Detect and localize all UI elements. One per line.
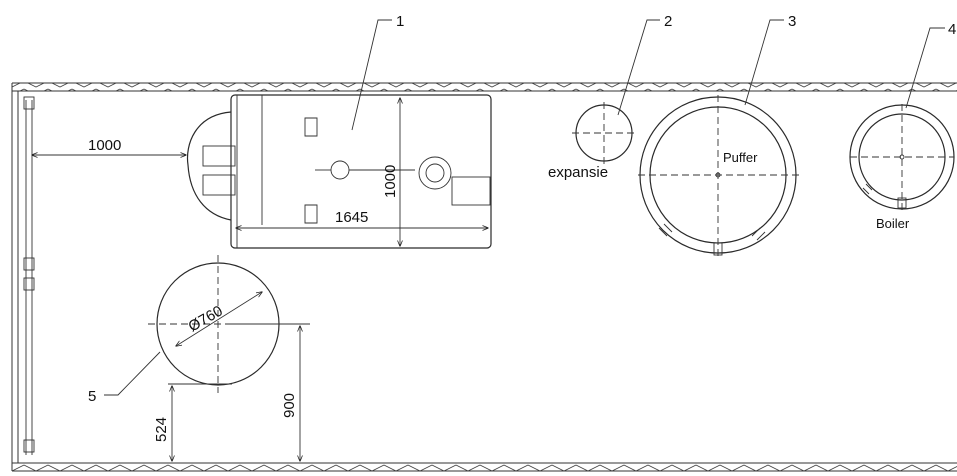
dim-900-text: 900 (281, 393, 298, 418)
dim-height-524: 524 (153, 386, 172, 461)
round-tank: Ø760 5 (88, 255, 310, 405)
dim-unit-width: 1645 (236, 209, 488, 228)
callout-1: 1 (351, 13, 404, 131)
puffer-label: Puffer (723, 150, 758, 165)
heating-unit (186, 94, 492, 249)
dim-unit-width-text: 1645 (335, 209, 368, 226)
dim-unit-depth: 1000 (382, 98, 400, 246)
expansie-label: expansie (548, 164, 608, 181)
boiler-label: Boiler (876, 216, 910, 231)
expansion-vessel: 2 expansie (548, 13, 672, 181)
dim-unit-depth-text: 1000 (382, 165, 399, 198)
callout-5-label: 5 (88, 388, 96, 405)
dim-wall-clearance-text: 1000 (88, 137, 121, 154)
dim-524-text: 524 (153, 417, 170, 442)
boiler-tank: 4 Boiler (849, 21, 956, 231)
callout-3-label: 3 (788, 13, 796, 30)
callout-4-label: 4 (948, 21, 956, 38)
callout-1-label: 1 (396, 13, 404, 30)
dim-height-900: 900 (281, 326, 300, 461)
buffer-tank: 3 Puffer (638, 13, 800, 256)
callout-2-label: 2 (664, 13, 672, 30)
diameter-text: Ø760 (186, 302, 226, 335)
left-pipe (23, 96, 35, 455)
room-walls (11, 82, 957, 472)
dim-wall-clearance: 1000 (32, 137, 186, 155)
